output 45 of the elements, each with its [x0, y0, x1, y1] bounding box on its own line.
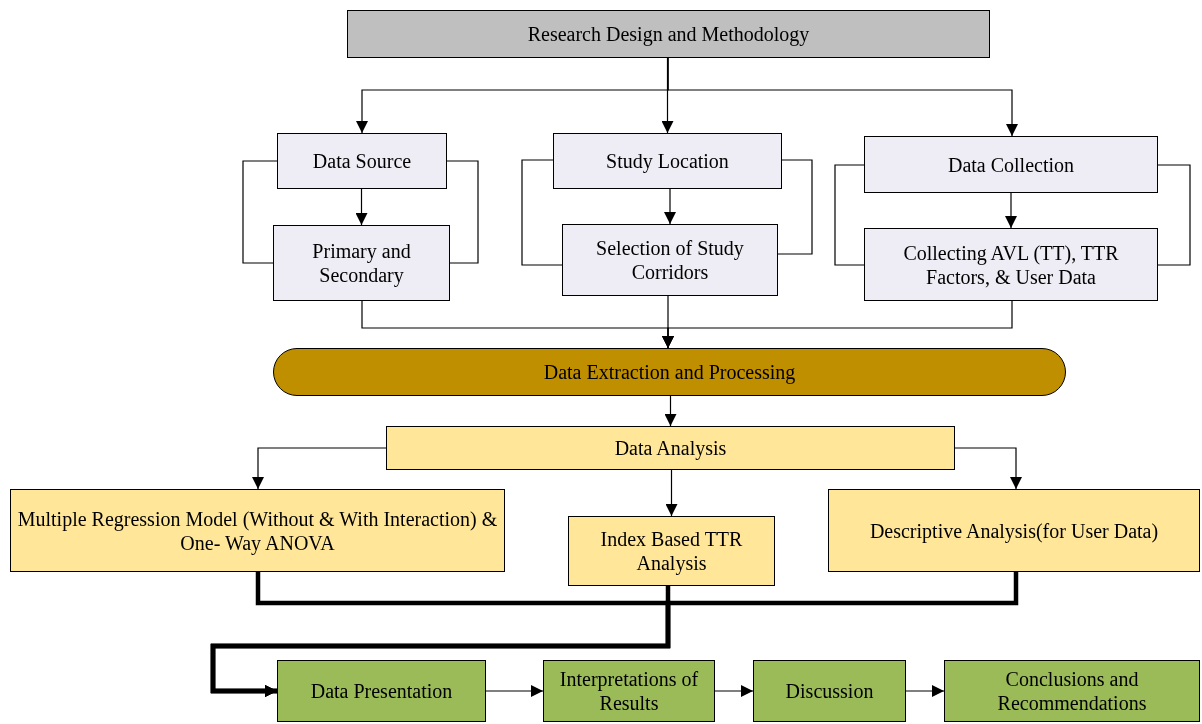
node-label: Collecting AVL (TT), TTR Factors, & User Data: [902, 240, 1120, 289]
node-label: Study Location: [606, 149, 729, 173]
connector-arrow: [355, 188, 368, 226]
connector-arrow: [664, 188, 676, 225]
process-box: [10, 489, 505, 572]
node-label: Data Collection: [947, 152, 1075, 177]
node-label: Data Extraction and Processing: [543, 360, 796, 384]
node-label: Multiple Regression Model (Without & With Interaction) & One- Way ANOVA: [16, 506, 499, 555]
node-label: Research Design and Methodology: [527, 22, 810, 46]
process-box: [562, 224, 778, 296]
node-label: Descriptive Analysis(for User Data): [869, 518, 1159, 543]
connector-arrow: [714, 685, 754, 697]
node-label: Primary and Secondary: [311, 239, 412, 287]
connector-arrow: [954, 447, 1022, 490]
node-label: Interpretations of Results: [558, 667, 700, 715]
process-box: [944, 660, 1200, 722]
process-box: [277, 660, 486, 722]
process-box: [347, 10, 990, 58]
node-label: Index Based TTR Analysis: [599, 527, 744, 575]
connector-arrow: [905, 685, 945, 697]
connector-arrow: [252, 447, 387, 490]
node-label: Data Presentation: [310, 679, 453, 703]
process-box: [568, 516, 775, 586]
process-box: [864, 228, 1158, 301]
connector-arrow: [662, 300, 1013, 349]
connector-arrow: [665, 469, 678, 517]
process-box: [543, 660, 715, 722]
connector-arrow: [210, 572, 1019, 697]
node-label: Data Analysis: [614, 436, 727, 460]
node-label: Data Source: [312, 149, 412, 173]
process-box: [828, 489, 1200, 572]
connector-arrow: [485, 685, 544, 697]
node-label: Selection of Study Corridors: [595, 236, 745, 284]
process-pill: [273, 348, 1066, 396]
connector-arrow: [667, 57, 1018, 137]
node-label: Conclusions and Recommendations: [996, 667, 1148, 715]
process-box: [277, 133, 447, 189]
process-box: [386, 426, 955, 470]
connector-arrow: [1005, 192, 1017, 229]
process-box: [864, 136, 1158, 193]
connector-arrow: [664, 395, 677, 427]
process-box: [753, 660, 906, 722]
process-box: [553, 133, 782, 189]
node-label: Discussion: [785, 679, 874, 703]
process-box: [273, 225, 450, 301]
